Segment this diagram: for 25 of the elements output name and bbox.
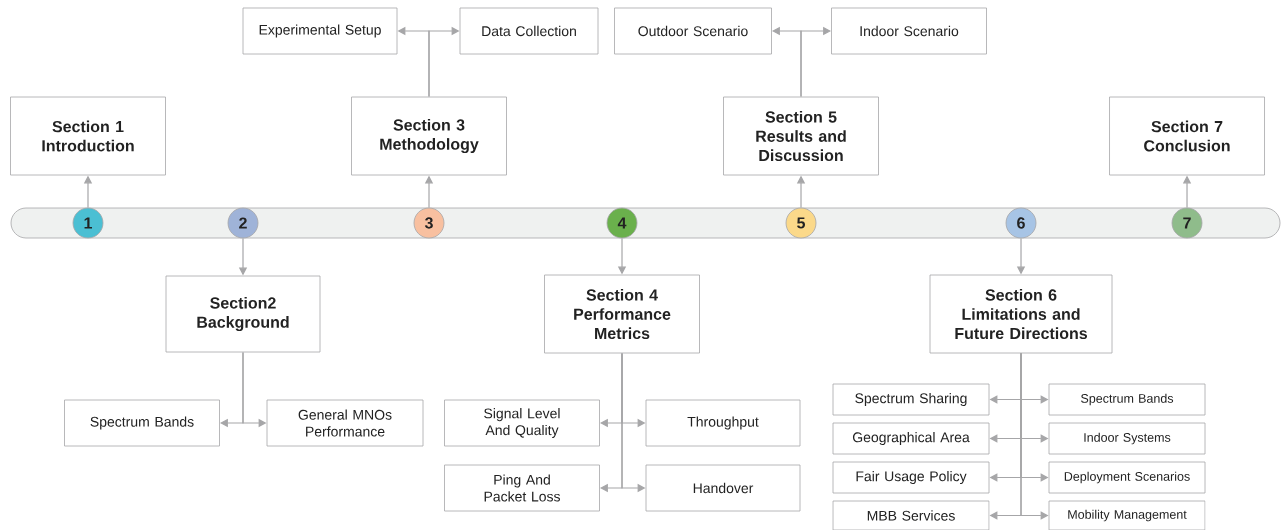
topic-box: Ping And Packet Loss xyxy=(444,464,600,512)
topic-box: Handover xyxy=(645,464,801,512)
topic-box: Spectrum Bands xyxy=(1048,383,1206,416)
topic-box: Indoor Scenario xyxy=(831,7,987,55)
topic-box: Deployment Scenarios xyxy=(1048,461,1206,494)
section-box: Section 7 Conclusion xyxy=(1109,96,1265,176)
section-box: Section 5 Results and Discussion xyxy=(723,96,879,176)
topic-box: Mobility Management xyxy=(1048,500,1206,530)
section-box: Section 4 Performance Metrics xyxy=(544,274,700,354)
section-box: Section2 Background xyxy=(165,275,321,353)
topic-box: Fair Usage Policy xyxy=(832,461,990,494)
topic-box: Experimental Setup xyxy=(242,7,398,55)
section-box: Section 6 Limitations and Future Directions xyxy=(929,274,1113,354)
topic-box: Spectrum Bands xyxy=(64,399,220,447)
topic-box: Geographical Area xyxy=(832,422,990,455)
topic-box: MBB Services xyxy=(832,500,990,530)
section-box: Section 1 Introduction xyxy=(10,96,166,176)
topic-box: Spectrum Sharing xyxy=(832,383,990,416)
topic-box: Indoor Systems xyxy=(1048,422,1206,455)
section-box: Section 3 Methodology xyxy=(351,96,507,176)
topic-box: Outdoor Scenario xyxy=(614,7,772,55)
topic-box: Data Collection xyxy=(459,7,599,55)
topic-box: General MNOs Performance xyxy=(266,399,424,447)
topic-box: Throughput xyxy=(645,399,801,447)
topic-box: Signal Level And Quality xyxy=(444,399,600,447)
